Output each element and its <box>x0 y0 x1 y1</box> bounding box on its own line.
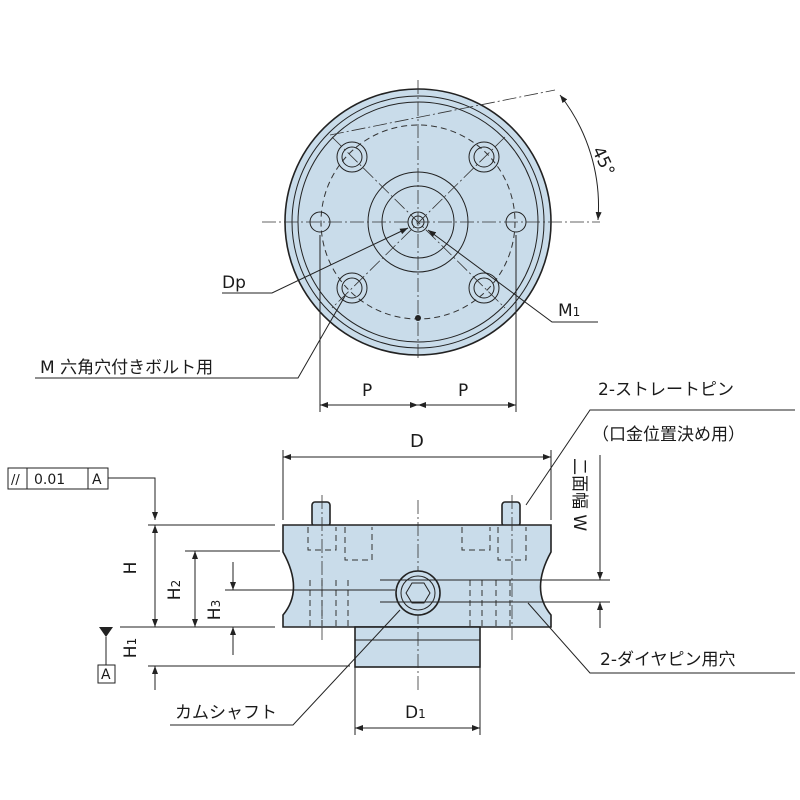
bolt-label: M 六角穴付きボルト用 <box>40 358 213 378</box>
dp-label: Dp <box>222 273 246 293</box>
h-label: H <box>121 562 141 575</box>
hex-socket-screw <box>395 570 441 616</box>
h1-label: H1 <box>121 638 141 658</box>
camshaft-stub <box>354 626 481 668</box>
datum-marker <box>97 664 116 684</box>
straight-pin-note: （口金位置決め用） <box>592 425 745 445</box>
svg-text:A: A <box>101 667 111 683</box>
svg-text://: // <box>11 473 20 488</box>
width-label: 二面幅 W <box>569 458 589 531</box>
straight-pin-label: 2-ストレートピン <box>598 380 734 400</box>
svg-text:0.01: 0.01 <box>34 472 65 488</box>
straight-pin-right <box>501 501 521 527</box>
h2-label: H2 <box>165 580 185 600</box>
svg-text:A: A <box>92 472 102 488</box>
parallelism-tolerance-frame: // 0.01 A <box>7 467 109 490</box>
d-label: D <box>410 431 424 452</box>
p-right-label: P <box>458 381 468 401</box>
straight-pin-left <box>311 501 331 527</box>
d1-label: D1 <box>405 703 426 723</box>
m1-label: M1 <box>558 301 580 321</box>
angle-label: 45° <box>587 144 618 180</box>
side-view: D 二面幅 W 2-ストレートピン （口金位置決 <box>7 380 795 735</box>
diamond-pin-label: 2-ダイヤピン用穴 <box>600 650 735 670</box>
p-left-label: P <box>362 381 372 401</box>
top-view: 45° Dp M1 M 六角穴付きボルト用 P P <box>35 80 618 412</box>
camshaft-label: カムシャフト <box>175 703 277 723</box>
h3-label: H3 <box>205 600 225 620</box>
